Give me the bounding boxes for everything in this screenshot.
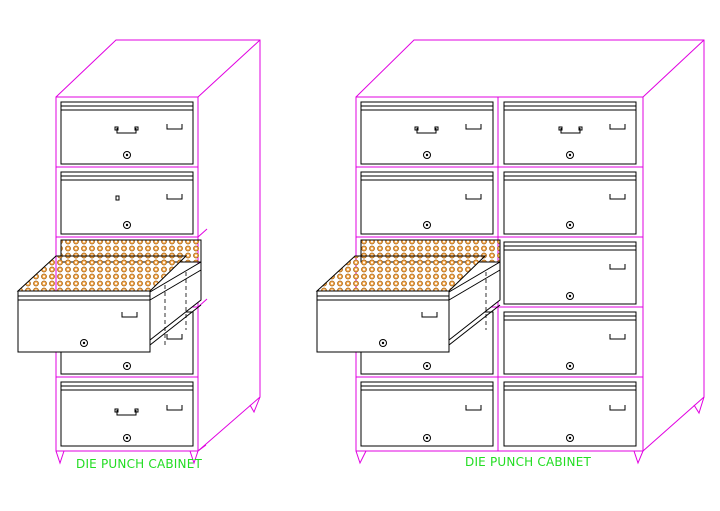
label-holder	[609, 194, 626, 200]
cabinet-single: DIE PUNCH CABINET	[16, 39, 261, 471]
lock	[123, 221, 131, 229]
drawer-handle	[416, 128, 437, 134]
label-holder	[609, 334, 626, 340]
label-holder	[421, 312, 438, 318]
lock	[423, 151, 431, 159]
lock	[566, 362, 574, 370]
cabinet-caption: DIE PUNCH CABINET	[76, 457, 203, 471]
drawer[interactable]	[360, 381, 494, 447]
lock	[123, 362, 131, 370]
drawer[interactable]	[60, 381, 194, 447]
lock	[423, 221, 431, 229]
drawer-handle	[116, 410, 137, 416]
drawer[interactable]	[503, 241, 637, 305]
lock	[123, 151, 131, 159]
lock	[566, 221, 574, 229]
cabinet-caption: DIE PUNCH CABINET	[465, 455, 592, 469]
label-holder	[609, 124, 626, 130]
label-holder	[166, 194, 183, 200]
lock	[80, 339, 88, 347]
drawer[interactable]	[503, 171, 637, 235]
lock	[566, 434, 574, 442]
label-holder	[166, 334, 183, 340]
drawer[interactable]	[503, 101, 637, 165]
drawer[interactable]	[360, 101, 494, 165]
drawer[interactable]	[60, 101, 194, 165]
lock	[566, 292, 574, 300]
label-holder	[609, 264, 626, 270]
label-holder	[121, 312, 138, 318]
drawer-handle	[116, 128, 137, 134]
label-holder	[609, 405, 626, 411]
lock	[423, 362, 431, 370]
open-drawer[interactable]	[16, 239, 202, 353]
drawer[interactable]	[503, 381, 637, 447]
label-holder	[465, 405, 482, 411]
cabinet-double: DIE PUNCH CABINET	[315, 39, 705, 469]
drawer[interactable]	[60, 171, 194, 235]
lock	[566, 151, 574, 159]
label-holder	[166, 124, 183, 130]
label-holder	[465, 124, 482, 130]
drawer[interactable]	[503, 311, 637, 375]
open-drawer[interactable]	[315, 239, 501, 353]
label-holder	[166, 405, 183, 411]
lock	[379, 339, 387, 347]
lock	[423, 434, 431, 442]
lock	[123, 434, 131, 442]
label-holder	[465, 194, 482, 200]
drawer[interactable]	[360, 171, 494, 235]
drawer-handle	[560, 128, 581, 134]
